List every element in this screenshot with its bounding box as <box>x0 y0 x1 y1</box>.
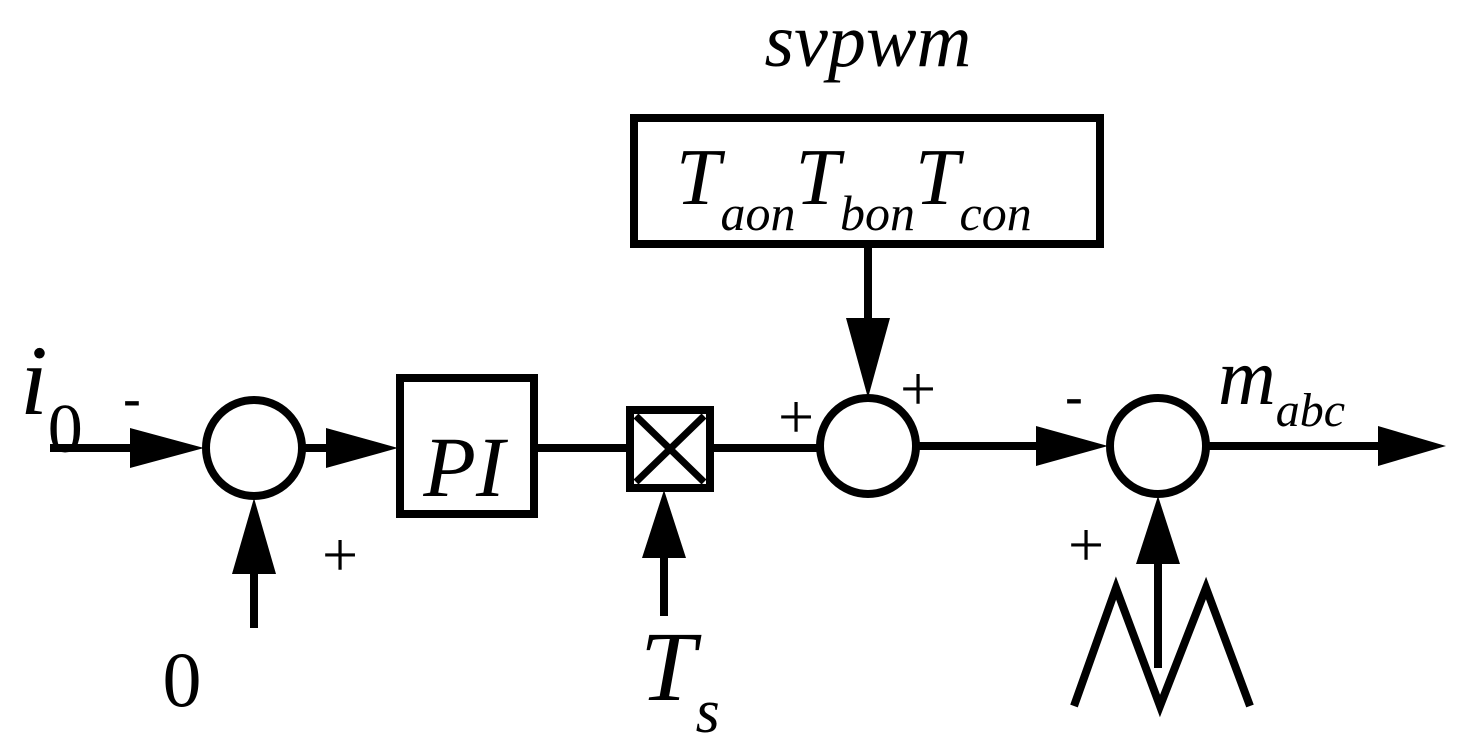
i0-input-arrowhead <box>130 428 204 468</box>
ts-label: Ts <box>640 611 720 746</box>
sum1-sign-left: - <box>123 367 142 430</box>
t-bon-sub: bon <box>840 185 915 241</box>
sum3-sign-left: - <box>1065 365 1084 428</box>
sum1-sign-bottom: + <box>322 519 358 590</box>
sum-junction-2 <box>816 394 920 498</box>
m-abc-label: mabc <box>1218 334 1345 437</box>
sum-junction-1 <box>202 396 306 500</box>
i0-sub: 0 <box>48 391 83 468</box>
output-arrowhead <box>1378 426 1446 466</box>
svpwm-to-sum2-arrowhead <box>846 318 890 398</box>
t-con-main: T <box>915 134 965 222</box>
i0-label: i0 <box>20 325 83 468</box>
ts-sub: s <box>696 678 720 746</box>
t-con-sub: con <box>960 185 1032 241</box>
multiplier-cross-b <box>633 413 707 485</box>
sum2-sign-left: + <box>778 381 814 452</box>
sum-junction-3 <box>1106 394 1210 498</box>
m-sub: abc <box>1276 384 1345 437</box>
pi-label: PI <box>422 419 508 515</box>
zero-input-arrowhead <box>232 498 276 574</box>
sum3-sign-bottom: + <box>1068 509 1104 580</box>
t-aon-main: T <box>676 134 726 222</box>
svpwm-block-content: TaonTbonTcon <box>676 134 1032 241</box>
sum1-to-pi-arrowhead <box>326 428 398 468</box>
ts-main: T <box>640 611 702 722</box>
triangle-carrier-icon <box>1070 576 1254 718</box>
zero-label: 0 <box>163 636 202 723</box>
ts-input-arrowhead <box>642 490 686 558</box>
t-aon-sub: aon <box>721 185 796 241</box>
carrier-input-arrowhead <box>1136 496 1180 564</box>
sum2-to-sum3-arrowhead <box>1036 426 1108 466</box>
t-bon-main: T <box>796 134 846 222</box>
svpwm-title: svpwm <box>765 0 972 83</box>
m-main: m <box>1218 334 1276 422</box>
i0-main: i <box>20 325 48 436</box>
